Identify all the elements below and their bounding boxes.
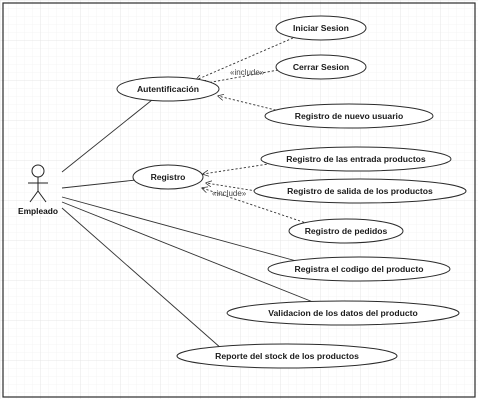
use-case-registro[interactable]: Registro	[132, 164, 204, 190]
diagram-frame	[2, 2, 476, 398]
actor-left-leg	[29, 190, 39, 203]
stereotype-include-auth: «include»	[230, 68, 265, 77]
use-case-cerrar-sesion[interactable]: Cerrar Sesion	[275, 54, 367, 80]
association-autentificacion	[61, 99, 153, 173]
use-case-validacion-datos[interactable]: Validacion de los datos del producto	[226, 300, 460, 326]
association-registro	[61, 179, 137, 189]
use-case-registra-codigo[interactable]: Registra el codigo del producto	[267, 256, 451, 282]
association-validacion	[61, 201, 319, 305]
svg-text:Registro de pedidos: Registro de pedidos	[305, 226, 388, 236]
actor-empleado[interactable]: Empleado	[18, 164, 58, 216]
svg-text:Registro de las entrada produc: Registro de las entrada productos	[286, 154, 426, 164]
use-case-reporte-stock[interactable]: Reporte del stock de los productos	[176, 343, 398, 369]
association-registra-codigo	[61, 196, 301, 263]
svg-text:Validacion de los datos del pr: Validacion de los datos del producto	[268, 308, 417, 318]
use-case-registro-entrada-productos[interactable]: Registro de las entrada productos	[260, 146, 452, 172]
include-registro-entrada	[203, 162, 276, 174]
use-case-autentificacion[interactable]: Autentificación	[116, 76, 220, 102]
include-registro-salida	[206, 183, 257, 192]
include-registro-nuevo-usuario	[218, 96, 289, 114]
svg-text:Reporte del stock de los produ: Reporte del stock de los productos	[215, 351, 359, 361]
svg-text:Cerrar Sesion: Cerrar Sesion	[293, 62, 349, 72]
use-case-registro-salida-productos[interactable]: Registro de salida de los productos	[253, 178, 467, 204]
svg-text:Iniciar Sesion: Iniciar Sesion	[293, 23, 349, 33]
svg-text:Registro: Registro	[151, 172, 186, 182]
svg-text:Registro de salida de los prod: Registro de salida de los productos	[287, 186, 433, 196]
include-iniciar-sesion	[196, 37, 294, 80]
use-case-registro-nuevo-usuario[interactable]: Registro de nuevo usuario	[264, 103, 434, 129]
stereotype-include-registro: «include»	[212, 189, 247, 198]
use-case-iniciar-sesion[interactable]: Iniciar Sesion	[275, 15, 367, 41]
svg-text:Registro de nuevo usuario: Registro de nuevo usuario	[295, 111, 403, 121]
association-reporte-stock	[61, 207, 223, 350]
svg-text:Registra el codigo del product: Registra el codigo del producto	[295, 264, 424, 274]
actor-right-leg	[37, 190, 47, 203]
actor-label: Empleado	[18, 206, 58, 216]
svg-text:Autentificación: Autentificación	[137, 84, 199, 94]
use-case-registro-pedidos[interactable]: Registro de pedidos	[288, 218, 404, 244]
include-registro-pedidos	[202, 188, 313, 226]
include-cerrar-sesion	[201, 69, 279, 84]
